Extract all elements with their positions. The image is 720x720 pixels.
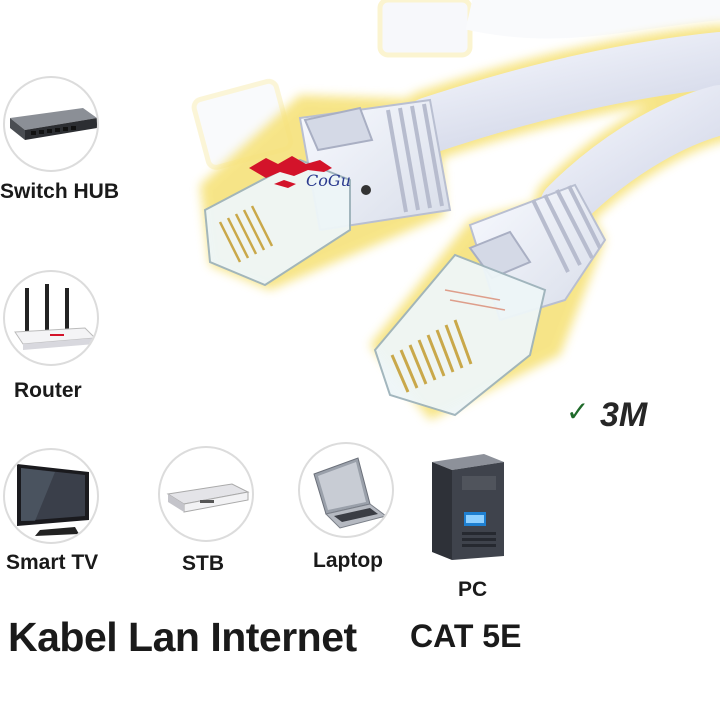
cable-category: CAT 5E: [410, 618, 522, 654]
product-title: Kabel Lan Internet: [8, 614, 357, 660]
device-label-router: Router: [14, 379, 82, 402]
logo-text: CoGu: [306, 171, 351, 190]
brand-logo: CoGu: [244, 150, 394, 200]
cable-length: 3M: [600, 396, 648, 434]
pc-icon: [428, 452, 508, 562]
device-label-switch-hub: Switch HUB: [0, 180, 120, 203]
device-label-pc: PC: [458, 578, 488, 601]
device-label-laptop: Laptop: [313, 549, 383, 572]
router-icon: [3, 270, 99, 366]
device-label-stb: STB: [182, 552, 224, 575]
laptop-icon: [298, 442, 394, 538]
stb-icon: [158, 446, 254, 542]
switch-hub-icon: [3, 76, 99, 172]
checkmark-icon: ✓: [566, 395, 590, 428]
smart-tv-icon: [3, 448, 99, 544]
device-label-smart-tv: Smart TV: [6, 551, 99, 574]
